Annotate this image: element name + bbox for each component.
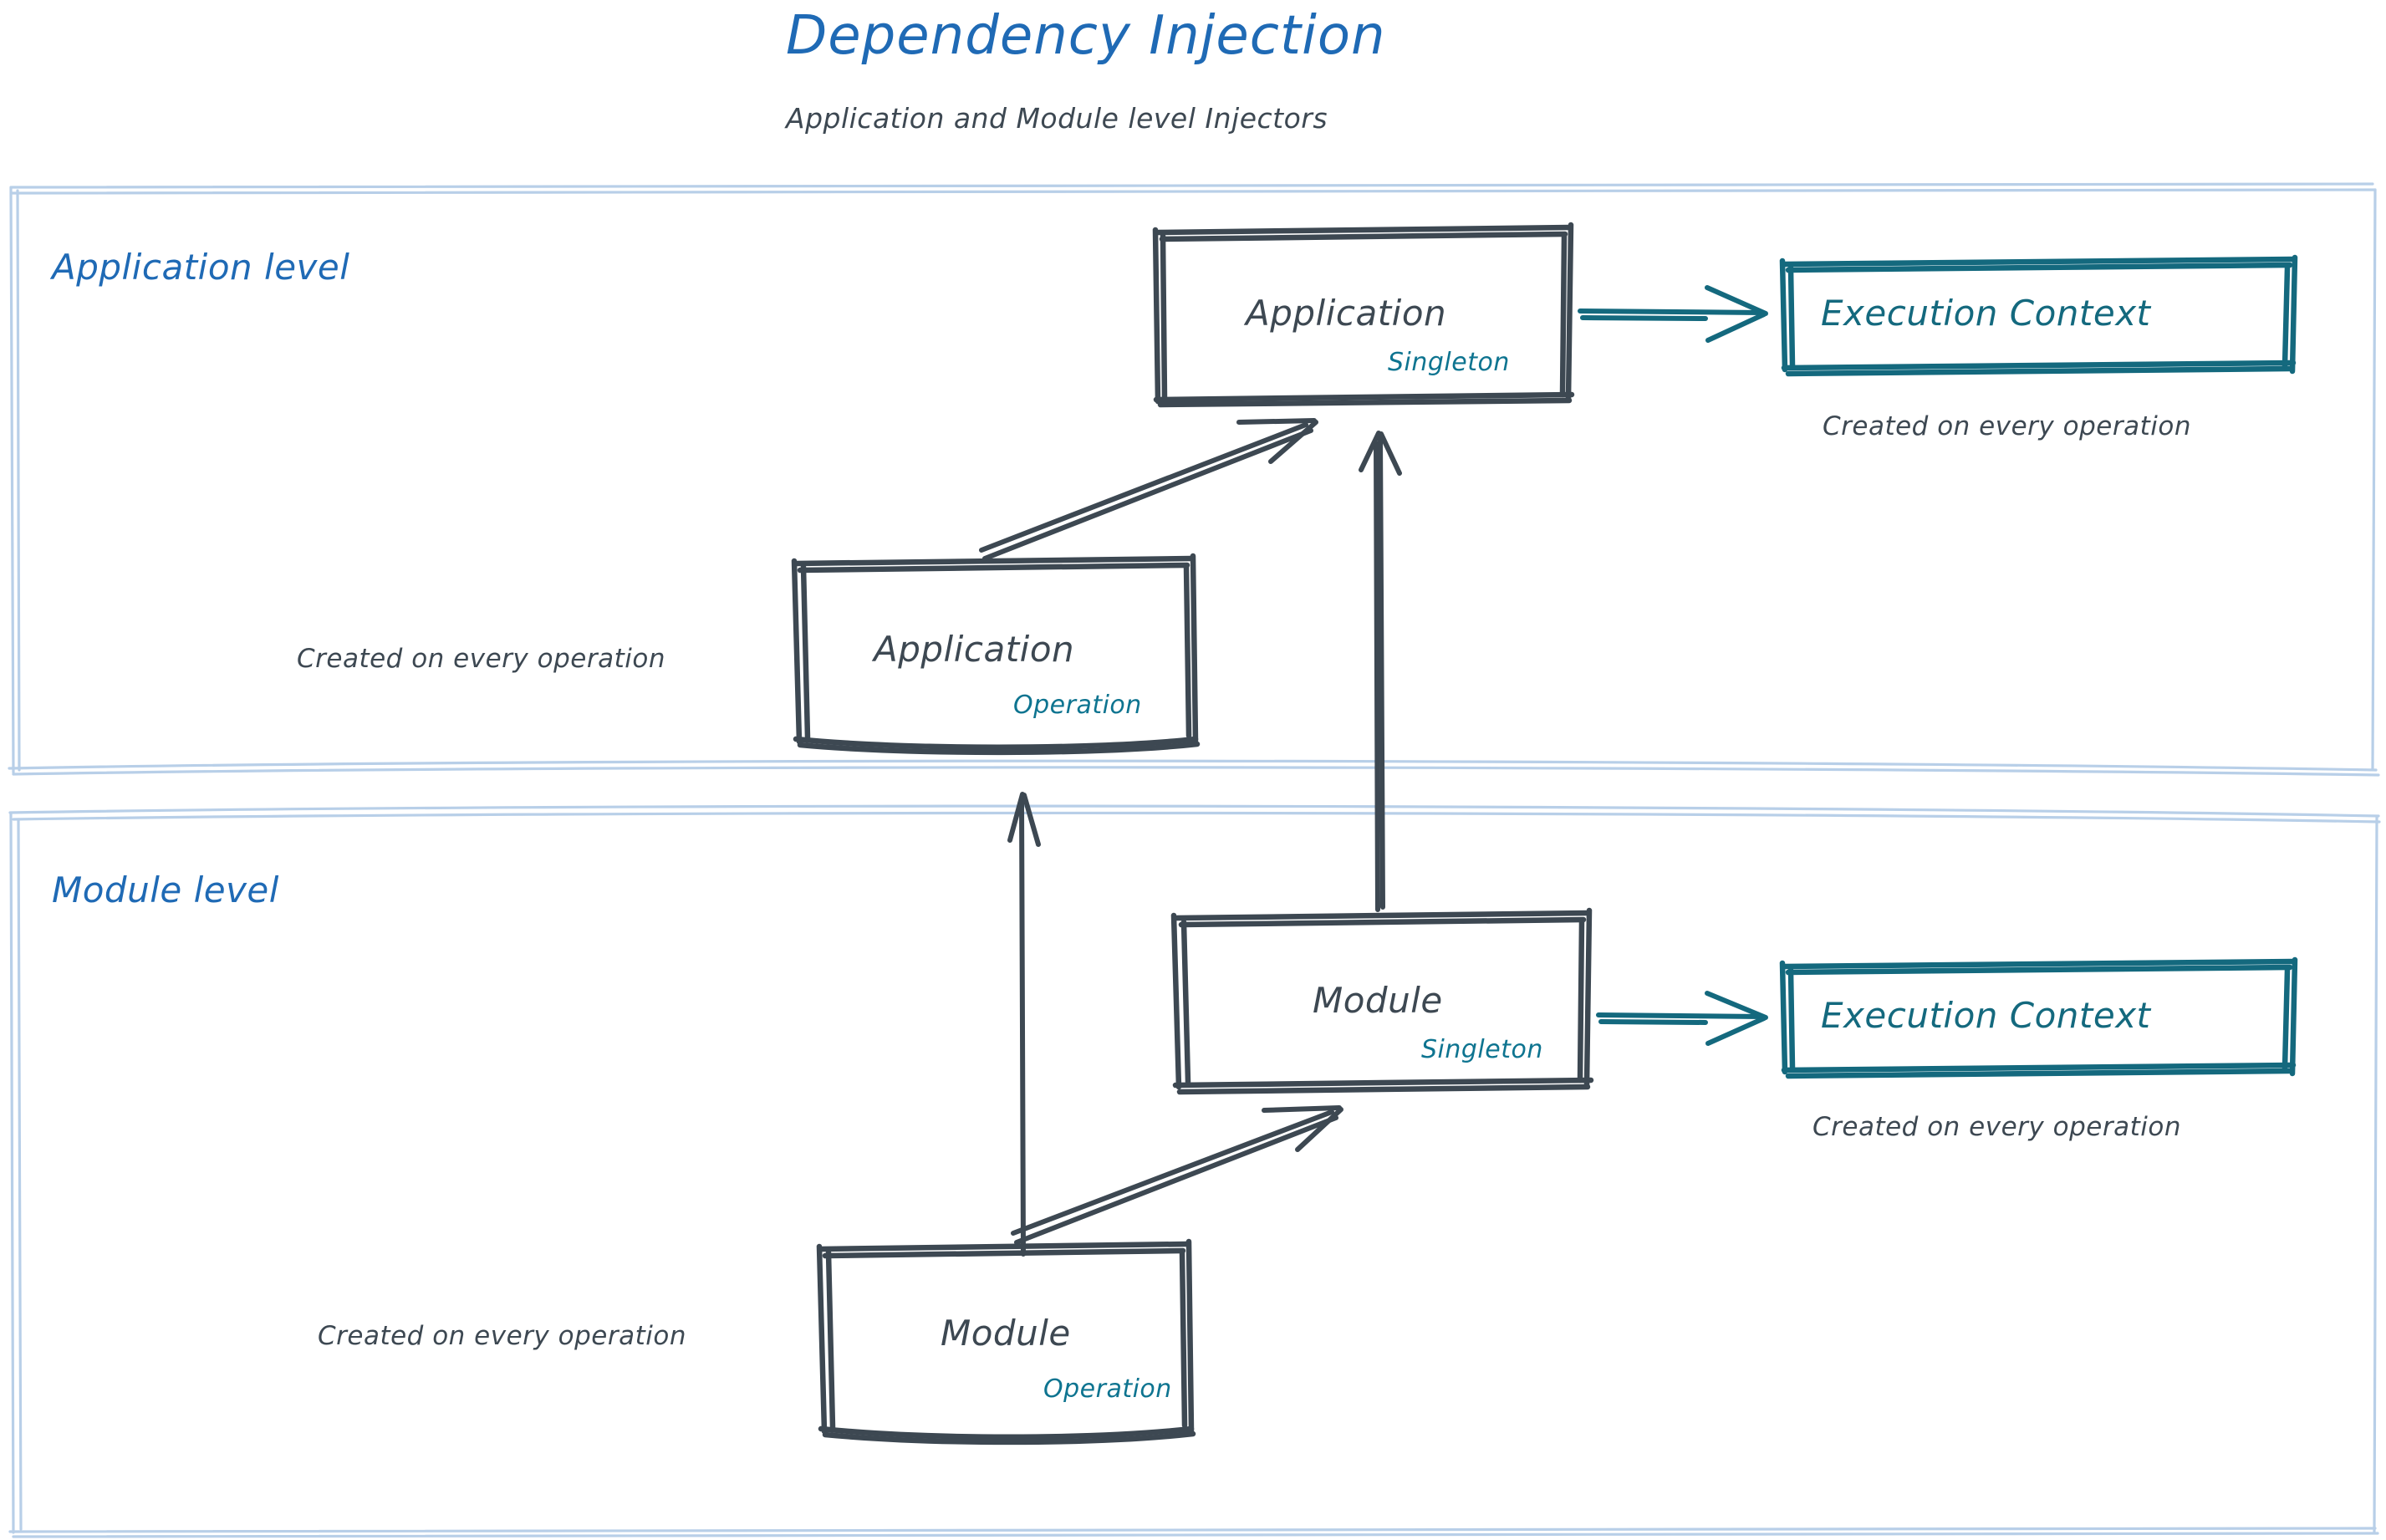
edge-module-singleton-to-app-singleton: [1359, 431, 1402, 912]
note-module-operation: Created on every operation: [318, 1321, 686, 1351]
zone-module-level-frame: [8, 804, 2381, 1538]
node-label-execution-context-app[interactable]: Execution Context: [1821, 293, 2151, 334]
node-scope-module-singleton: Singleton: [1421, 1035, 1543, 1064]
node-module-singleton-box: [1170, 907, 1594, 1095]
node-label-application-singleton[interactable]: Application: [1246, 293, 1447, 334]
edge-module-singleton-to-exec-context: [1596, 991, 1768, 1046]
page-subtitle: Application and Module level Injectors: [786, 102, 1328, 135]
zone-label-application-level: Application level: [52, 247, 350, 288]
page-title: Dependency Injection: [786, 5, 1386, 67]
node-label-module-singleton[interactable]: Module: [1313, 980, 1443, 1021]
node-application-singleton-box: [1152, 222, 1575, 408]
node-execution-context-module-box: [1779, 956, 2298, 1079]
node-scope-application-operation: Operation: [1013, 691, 1142, 720]
zone-application-level-frame: [8, 182, 2380, 777]
node-module-operation-box: [816, 1238, 1196, 1446]
zone-label-module-level: Module level: [52, 869, 279, 910]
node-label-execution-context-module[interactable]: Execution Context: [1821, 995, 2151, 1036]
node-label-module-operation[interactable]: Module: [941, 1313, 1071, 1354]
node-execution-context-app-box: [1779, 254, 2298, 377]
node-label-application-operation[interactable]: Application: [874, 629, 1075, 670]
note-application-operation: Created on every operation: [297, 644, 665, 674]
node-scope-application-singleton: Singleton: [1388, 348, 1510, 377]
edge-module-operation-to-module-singleton: [1011, 1105, 1343, 1245]
edge-app-operation-to-app-singleton: [979, 418, 1318, 561]
note-execution-context-module: Created on every operation: [1812, 1112, 2181, 1142]
edge-module-operation-to-app-operation: [1007, 792, 1041, 1257]
node-application-operation-box: [791, 553, 1201, 756]
note-execution-context-app: Created on every operation: [1823, 411, 2191, 441]
edge-app-singleton-to-exec-context: [1578, 285, 1768, 343]
node-scope-module-operation: Operation: [1043, 1374, 1172, 1404]
